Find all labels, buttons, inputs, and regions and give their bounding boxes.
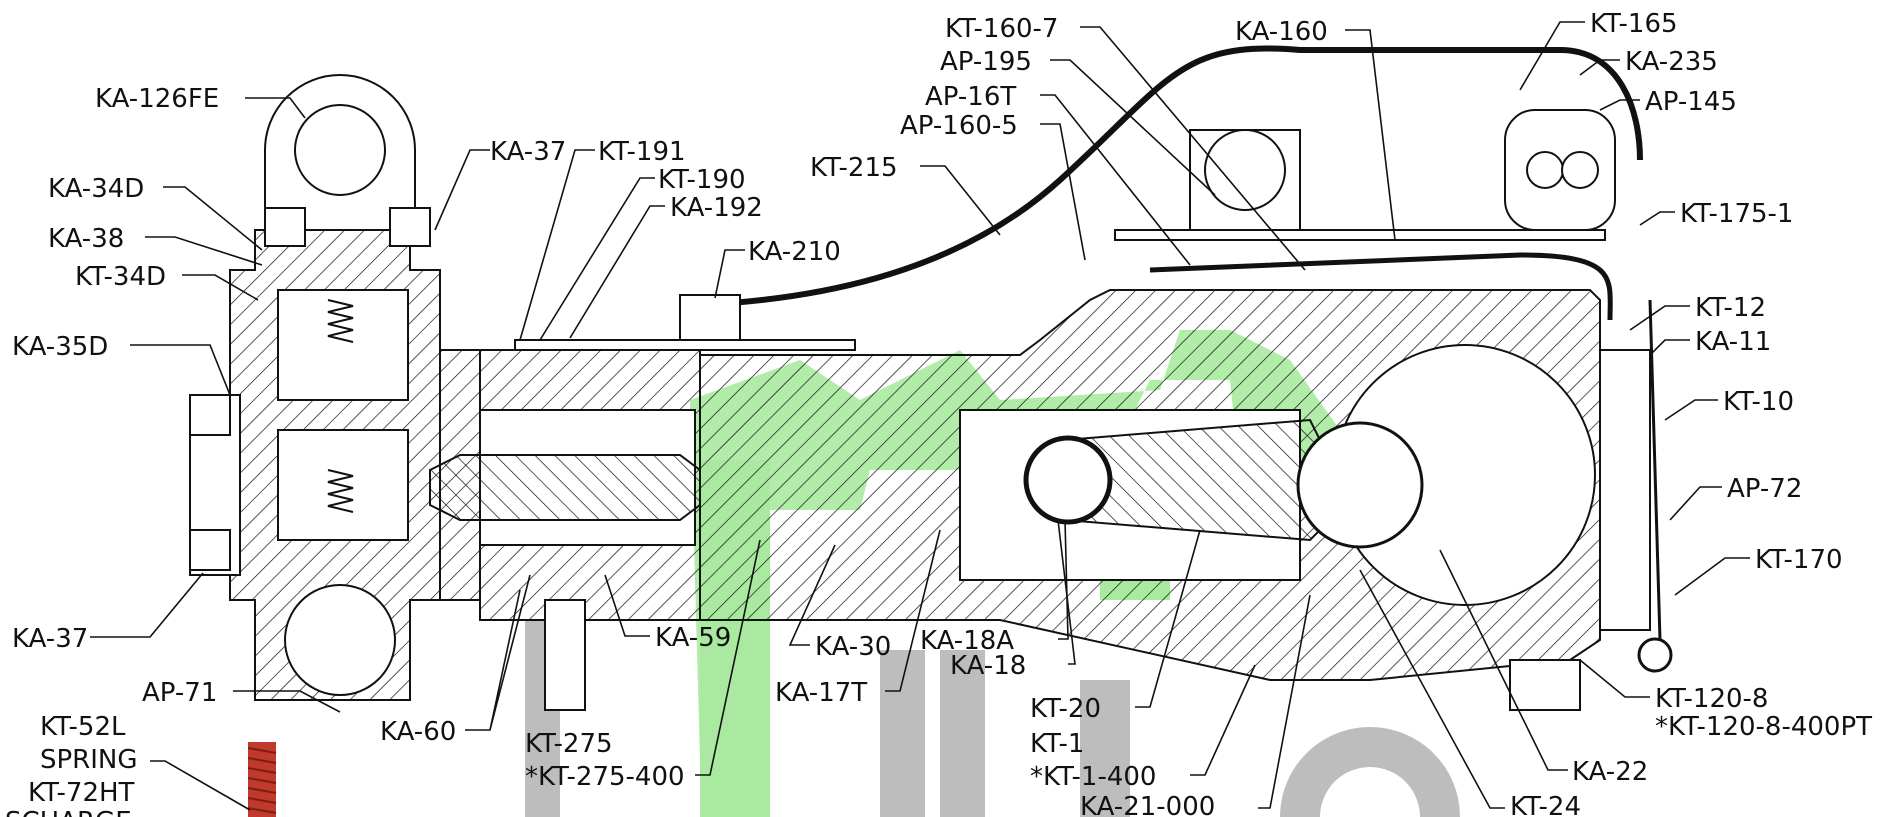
label-ka-160: KA-160 (1235, 17, 1328, 47)
eye-bolt-left (264, 207, 306, 247)
callout-labels: KA-126FE KA-37 KT-191 KT-190 KA-192 KA-3… (5, 9, 1872, 817)
bleed-valve-ka-210 (679, 294, 741, 346)
hose-kt-215 (699, 45, 1643, 308)
eye-bolt-right (389, 207, 431, 247)
label-scharge: SCHARGE (5, 807, 132, 817)
label-ka-35d: KA-35D (12, 332, 108, 362)
manifold-cavity-upper (277, 289, 409, 401)
watermark-gray-n (1080, 680, 1130, 817)
label-ka-18: KA-18 (950, 651, 1026, 681)
label-kt-34d: KT-34D (75, 262, 166, 292)
label-kt-160-7: KT-160-7 (945, 14, 1058, 44)
label-kt-120-8-400pt: *KT-120-8-400PT (1655, 712, 1872, 742)
label-kt-12: KT-12 (1695, 293, 1766, 323)
label-kt-215: KT-215 (810, 153, 898, 183)
label-kt-10: KT-10 (1723, 387, 1794, 417)
manifold-port-bottom (284, 584, 396, 696)
base-foot-right (1509, 659, 1581, 711)
label-ap-195: AP-195 (940, 47, 1032, 77)
crankshaft-journal (1296, 421, 1424, 549)
label-ka-37-top: KA-37 (490, 137, 566, 167)
label-ka-21-000: KA-21-000 (1080, 792, 1215, 817)
label-kt-1: KT-1 (1030, 729, 1084, 759)
label-ka-192: KA-192 (670, 193, 763, 223)
drain-elbow (1637, 637, 1673, 673)
label-kt-190: KT-190 (658, 165, 746, 195)
label-kt-120-8: KT-120-8 (1655, 684, 1768, 714)
label-kt-20: KT-20 (1030, 694, 1101, 724)
label-ka-34d: KA-34D (48, 174, 144, 204)
label-ka-235: KA-235 (1625, 47, 1718, 77)
spring-kt-52l (247, 742, 277, 817)
label-ap-160-5: AP-160-5 (900, 111, 1018, 141)
label-ap-16t: AP-16T (925, 82, 1016, 112)
watermark-gray-o (1280, 727, 1460, 817)
watermark-gray-h (880, 650, 985, 817)
label-ka-60: KA-60 (380, 717, 456, 747)
base-foot-left (544, 599, 586, 711)
label-kt-165: KT-165 (1590, 9, 1678, 39)
side-cover (1599, 349, 1651, 631)
top-plate (1114, 229, 1606, 241)
label-ap-71: AP-71 (142, 678, 217, 708)
plunger (429, 454, 701, 521)
lifting-eye-hole (294, 104, 386, 196)
label-ka-37-bot: KA-37 (12, 624, 88, 654)
label-ka-11: KA-11 (1695, 327, 1771, 357)
label-kt-170: KT-170 (1755, 545, 1843, 575)
oil-pump-gear-2 (1561, 151, 1599, 189)
label-kt-275: KT-275 (525, 729, 613, 759)
label-kt-175-1: KT-175-1 (1680, 199, 1793, 229)
valve-spring-lower (327, 469, 354, 513)
label-ka-18a: KA-18A (920, 626, 1014, 656)
label-ka-17t: KA-17T (775, 678, 867, 708)
hose-ap-16t (1149, 252, 1613, 321)
label-spring: SPRING (40, 745, 138, 775)
label-ka-59: KA-59 (655, 623, 731, 653)
pump-body (189, 45, 1673, 711)
end-plug-bolt-1 (189, 394, 231, 436)
label-kt-191: KT-191 (598, 137, 686, 167)
leader-lines (90, 21, 1750, 811)
label-ka-22: KA-22 (1572, 757, 1648, 787)
label-ka-126fe: KA-126FE (95, 84, 219, 114)
label-kt-275-400: *KT-275-400 (525, 762, 685, 792)
label-ap-72: AP-72 (1727, 474, 1802, 504)
label-kt-24: KT-24 (1510, 792, 1581, 817)
label-kt-1-400: *KT-1-400 (1030, 762, 1156, 792)
label-ka-38: KA-38 (48, 224, 124, 254)
end-plug-bolt-2 (189, 529, 231, 571)
label-ka-30: KA-30 (815, 632, 891, 662)
cylinder-cover-plate (514, 339, 856, 351)
rear-pipe-kt-10 (1648, 299, 1662, 641)
label-kt-52l: KT-52L (40, 712, 126, 742)
label-kt-72ht: KT-72HT (28, 778, 135, 808)
valve-spring-upper (327, 299, 354, 343)
label-ka-210: KA-210 (748, 237, 841, 267)
wrist-pin (1023, 435, 1113, 525)
relief-valve-face (1204, 129, 1286, 211)
oil-pump-gear-1 (1526, 151, 1564, 189)
label-ap-145: AP-145 (1645, 87, 1737, 117)
